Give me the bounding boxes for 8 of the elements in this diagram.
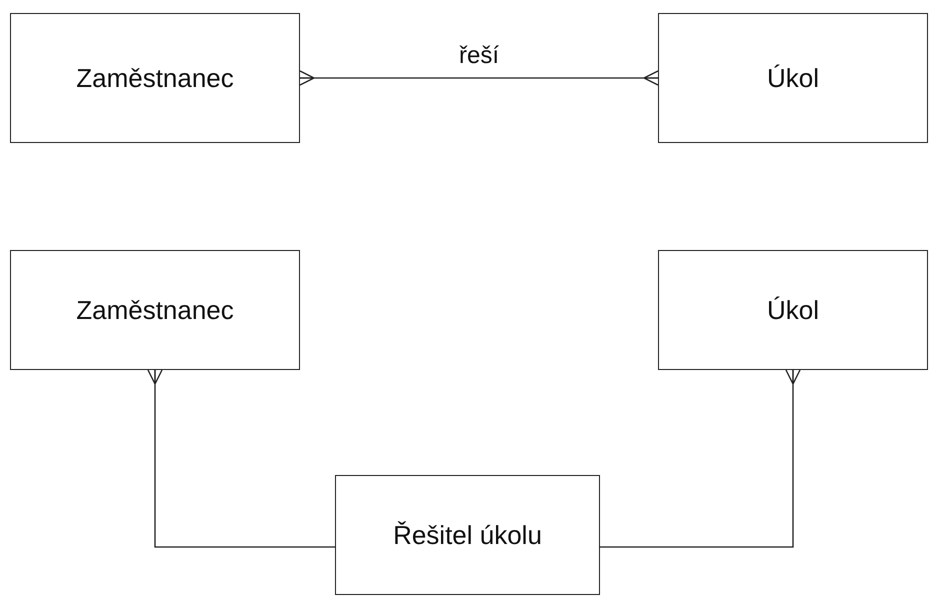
relationship-line bbox=[600, 369, 801, 548]
entity-box: Úkol bbox=[658, 250, 928, 370]
entity-box: Zaměstnanec bbox=[10, 13, 300, 143]
relationship-line bbox=[299, 70, 659, 86]
entity-box: Řešitel úkolu bbox=[335, 475, 600, 595]
entity-box: Úkol bbox=[658, 13, 928, 143]
entity-box: Zaměstnanec bbox=[10, 250, 300, 370]
relationship-line bbox=[147, 369, 335, 548]
